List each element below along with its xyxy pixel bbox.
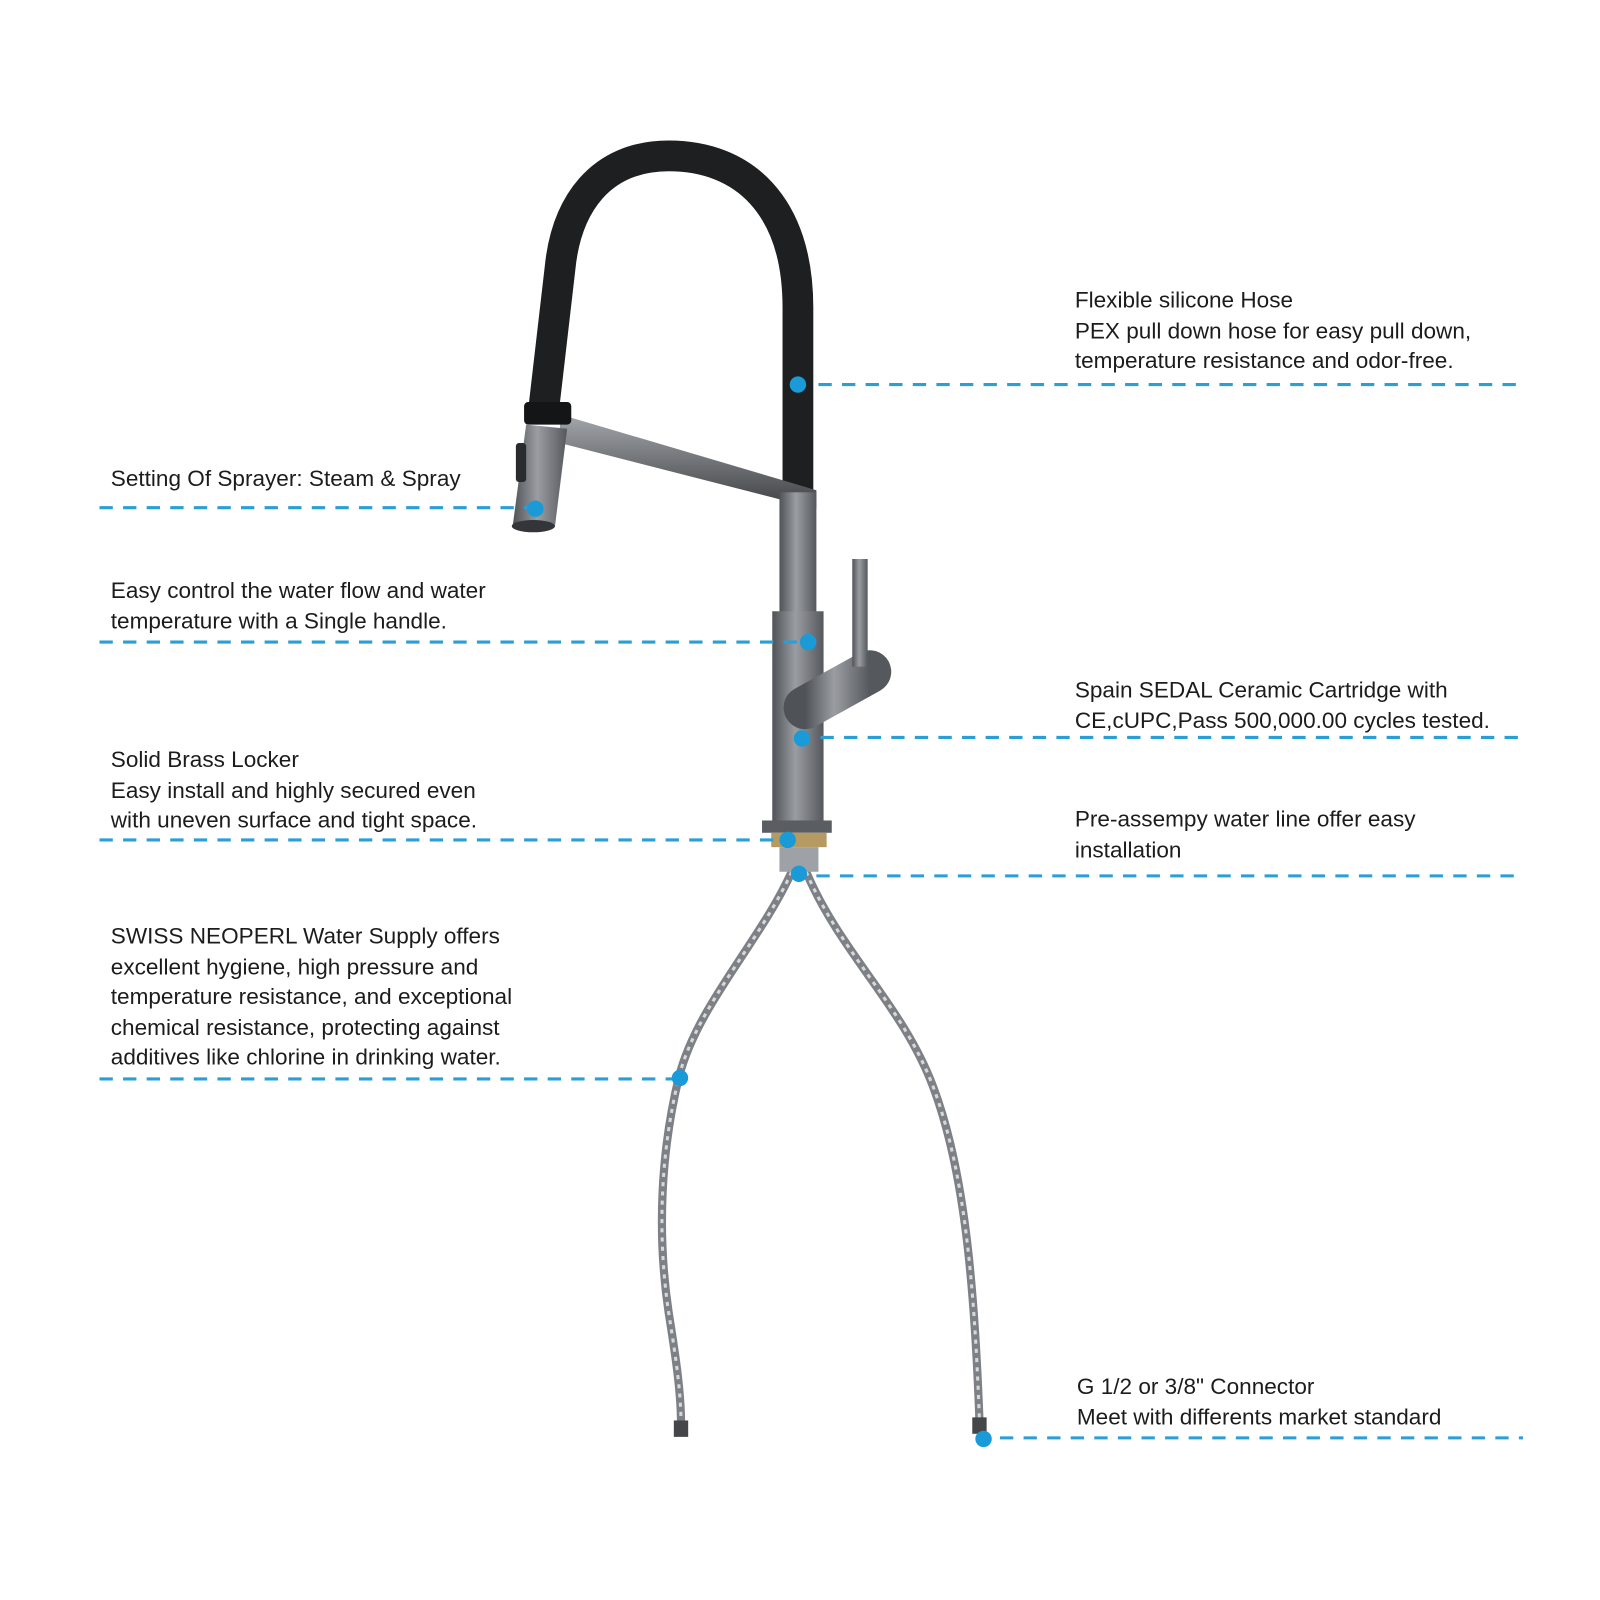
callout-line: Solid Brass Locker [110,746,299,773]
callout-line: SWISS NEOPERL Water Supply offers [110,923,500,949]
callout-line: with uneven surface and tight space. [110,807,478,833]
callout-line: Meet with differents market standard [1076,1403,1442,1430]
callout-sprayer: Setting Of Sprayer: Steam & Spray [111,464,461,494]
callout-locker: Solid Brass Locker Easy install and high… [111,745,477,836]
dot-hose [789,376,807,393]
spout-arm [559,414,817,509]
callout-line: Flexible silicone Hose [1074,287,1294,313]
supply-hoses [657,870,987,1437]
sprayer-button [515,443,527,483]
callout-supply: SWISS NEOPERL Water Supply offers excell… [111,921,512,1072]
callout-line: PEX pull down hose for easy pull down, [1074,317,1472,344]
callout-line: Spain SEDAL Ceramic Cartridge with [1074,676,1448,703]
dot-handle [799,633,817,651]
sprayer-collar [524,402,572,425]
dot-waterline [790,865,808,883]
callout-line: Setting Of Sprayer: Steam & Spray [110,465,461,492]
connector-nut-right [972,1417,987,1434]
faucet-base [762,820,832,833]
handle-cartridge [783,650,892,730]
callout-line: Easy control the water flow and water [110,577,486,604]
callout-line: installation [1074,836,1182,863]
callout-line: temperature with a Single handle. [110,607,447,634]
callout-line: G 1/2 or 3/8" Connector [1076,1373,1315,1399]
dot-sprayer [527,500,544,517]
callout-cartridge: Spain SEDAL Ceramic Cartridge with CE,cU… [1075,675,1490,736]
callout-line: temperature resistance and odor-free. [1074,347,1454,374]
callout-line: CE,cUPC,Pass 500,000.00 cycles tested. [1074,707,1490,733]
callout-line: excellent hygiene, high pressure and [110,953,479,979]
dot-cartridge [793,730,811,747]
callout-line: chemical resistance, protecting against [110,1013,500,1040]
callout-line: Easy install and highly secured even [110,776,476,803]
silicone-hose [528,140,814,495]
faucet-column [779,492,817,616]
callout-connector: G 1/2 or 3/8" Connector Meet with differ… [1077,1371,1442,1432]
callout-line: Pre-assempy water line offer easy [1074,806,1416,832]
dot-connector [975,1430,992,1448]
sprayer-head [512,424,568,528]
callout-dots [527,376,992,1448]
callout-lines [99,383,1524,1440]
callout-hose: Flexible silicone Hose PEX pull down hos… [1075,285,1471,376]
callout-handle: Easy control the water flow and water te… [111,575,486,636]
dot-supply [671,1069,689,1087]
dot-locker [779,831,796,849]
connector-nut-left [673,1420,689,1437]
callout-line: temperature resistance, and exceptional [110,983,513,1010]
handle-lever [852,558,868,667]
callout-line: additives like chlorine in drinking wate… [110,1044,501,1070]
callout-waterline: Pre-assempy water line offer easy instal… [1075,804,1416,865]
